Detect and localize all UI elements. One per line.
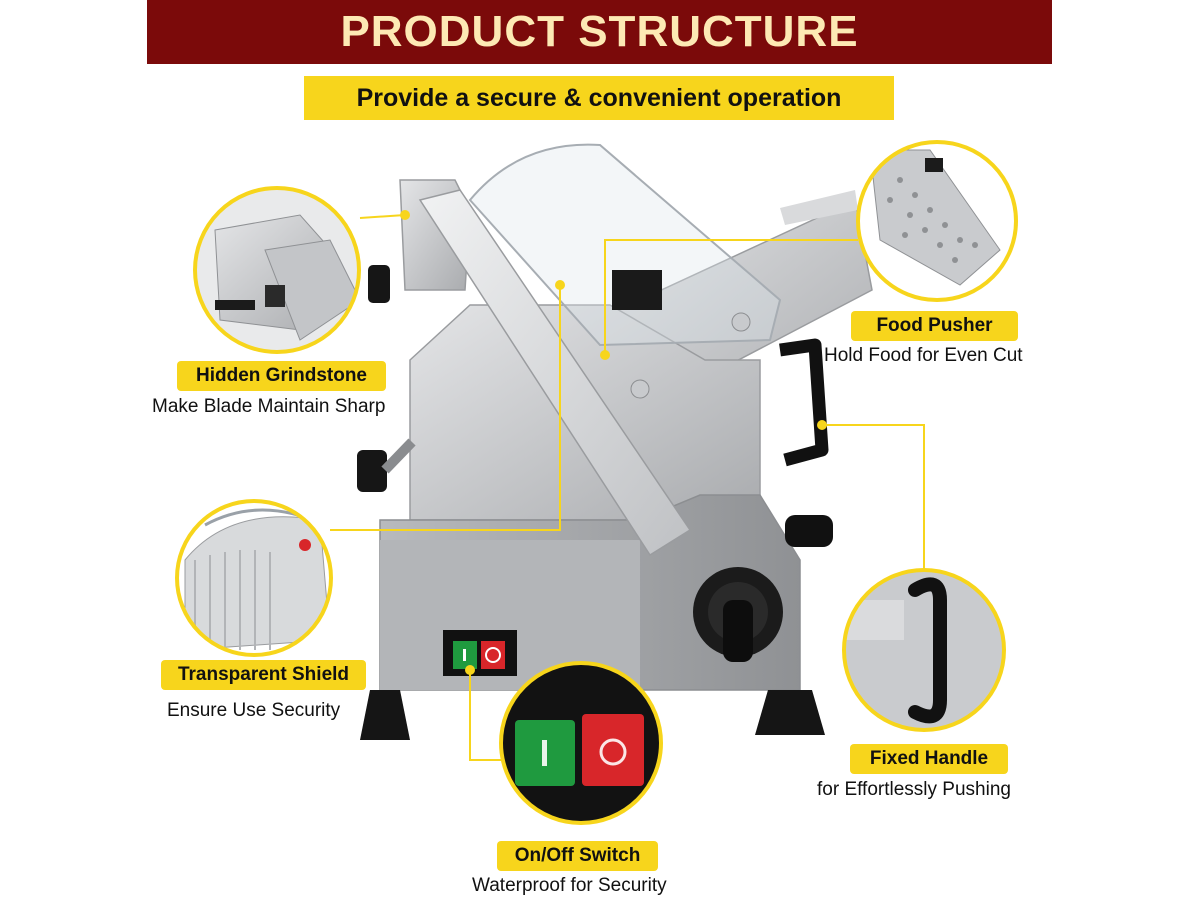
desc-on-off-switch: Waterproof for Security xyxy=(472,875,667,896)
label-fixed-handle: Fixed Handle xyxy=(850,744,1008,774)
handle-zoom-image xyxy=(842,568,1006,732)
grindstone-zoom-image xyxy=(193,186,361,354)
desc-hidden-grindstone: Make Blade Maintain Sharp xyxy=(152,396,386,417)
page-subtitle: Provide a secure & convenient operation xyxy=(356,83,842,112)
header-banner: PRODUCT STRUCTURE xyxy=(147,0,1052,64)
label-transparent-shield: Transparent Shield xyxy=(161,660,366,690)
page-title: PRODUCT STRUCTURE xyxy=(340,7,859,56)
callout-lines xyxy=(330,214,925,761)
label-hidden-grindstone: Hidden Grindstone xyxy=(177,361,386,391)
label-on-off-switch: On/Off Switch xyxy=(497,841,658,871)
desc-transparent-shield: Ensure Use Security xyxy=(167,700,341,721)
label-food-pusher: Food Pusher xyxy=(851,311,1018,341)
switch-zoom-image xyxy=(499,661,663,825)
food-pusher-zoom-image xyxy=(856,140,1018,302)
subtitle-banner: Provide a secure & convenient operation xyxy=(304,76,894,120)
shield-zoom-image xyxy=(175,499,333,657)
desc-food-pusher: Hold Food for Even Cut xyxy=(824,345,1023,366)
meat-slicer-image xyxy=(357,143,873,740)
desc-fixed-handle: for Effortlessly Pushing xyxy=(817,779,1011,800)
